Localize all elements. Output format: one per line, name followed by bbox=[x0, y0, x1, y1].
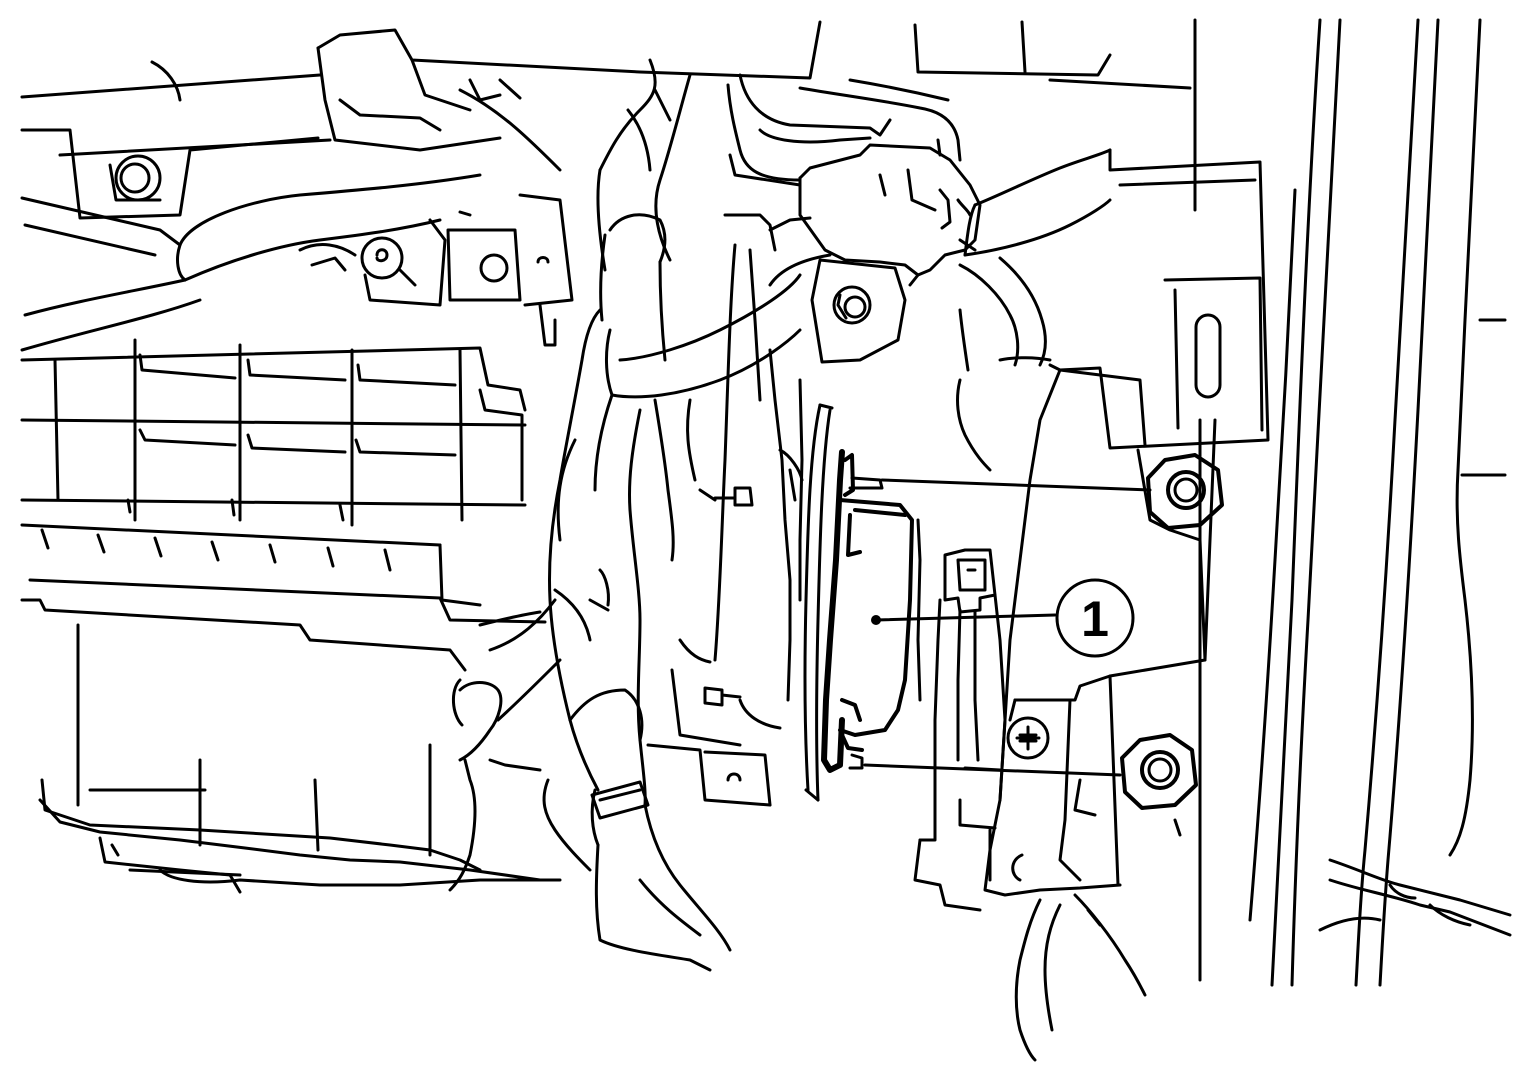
bolt-center bbox=[810, 258, 907, 364]
vehicle-pillar-right bbox=[1193, 18, 1512, 987]
callout-1-circle bbox=[1055, 578, 1135, 658]
main-harness-bundle bbox=[448, 58, 802, 972]
heater-unit-grid bbox=[20, 338, 527, 607]
screw-head bbox=[1006, 716, 1050, 760]
bolt-center-bracket bbox=[446, 193, 574, 347]
upper-center-harness bbox=[726, 73, 962, 187]
callout-1-leader-line bbox=[874, 613, 1057, 622]
slot-hole bbox=[1194, 313, 1222, 399]
mounting-nut-lower bbox=[1120, 733, 1198, 810]
main-connector bbox=[768, 143, 982, 287]
callout-1: 1 bbox=[871, 578, 1135, 658]
control-module-item-1 bbox=[821, 449, 914, 773]
cable-tie bbox=[590, 780, 650, 820]
upper-harness bbox=[20, 78, 562, 352]
module-bracket-frame bbox=[778, 403, 834, 802]
body-panel-right bbox=[983, 148, 1270, 1062]
clip-and-bolt-center-left bbox=[298, 218, 447, 307]
heater-unit-lower-case bbox=[20, 578, 562, 894]
upper-left-bracket-assembly bbox=[20, 20, 1192, 220]
electrical-connector bbox=[913, 518, 1007, 912]
right-harness-branch bbox=[956, 148, 1112, 472]
bolt-top-left bbox=[108, 154, 162, 202]
callout-1-label: 1 bbox=[1081, 591, 1109, 647]
mounting-bracket-left-plate bbox=[588, 213, 804, 807]
bolt-alignment-lines bbox=[863, 478, 1152, 777]
